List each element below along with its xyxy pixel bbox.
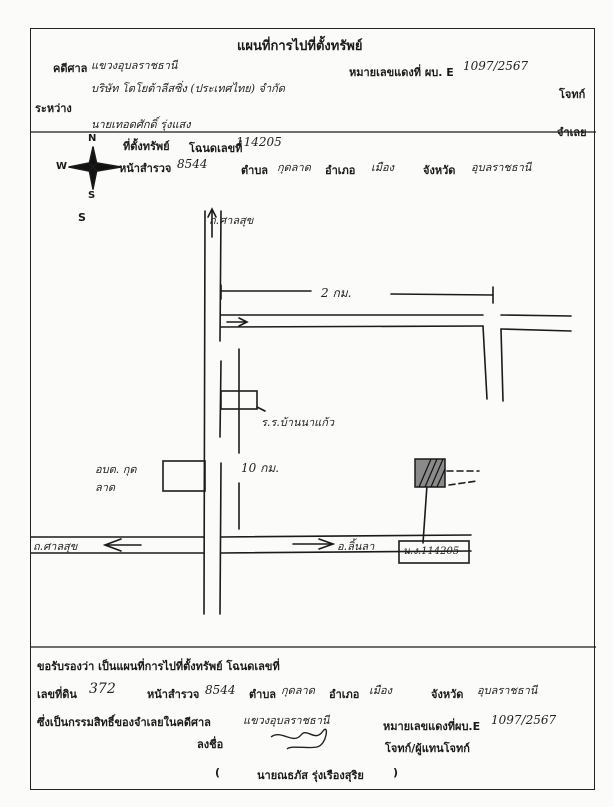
footer-district-label: อำเภอ (329, 688, 360, 701)
black-case-label: หมายเลขแดงที่ ผบ. E (349, 66, 454, 79)
defendant-value: นายเทอดศักดิ์ รุ่งแสง (91, 118, 191, 131)
district-value: เมือง (371, 161, 394, 174)
subdistrict-label: ตำบล (241, 164, 269, 177)
plaintiff-value: บริษัท โตโยต้าลีสซิ่ง (ประเทศไทย) จำกัด (91, 82, 285, 95)
land-no-value: 372 (89, 681, 116, 697)
signer-close-paren: ) (393, 766, 399, 779)
survey-value: 8544 (177, 157, 208, 171)
parcel-marker (414, 458, 446, 488)
road-left-label: ถ.ศาลสุข (33, 540, 78, 553)
signer-open-paren: ( (215, 766, 221, 779)
black-case-value: 1097/2567 (463, 59, 529, 73)
court-label: คดีศาล (53, 62, 88, 75)
compass-icon (68, 146, 122, 190)
footer-court-value: แขวงอุบลราชธานี (243, 714, 330, 727)
footer-survey-label: หน้าสำรวจ (147, 688, 200, 701)
distance-10km-label: 10 กม. (241, 461, 280, 475)
ownership-text: ซึ่งเป็นกรรมสิทธิ์ของจำเลยในคดีศาล (37, 716, 211, 729)
road-right-label: อ.ลิ้นลา (337, 540, 375, 553)
location-label: ที่ตั้งทรัพย์ (123, 140, 170, 153)
office-box (162, 460, 206, 492)
temple-label: ร.ร.บ้านนาแก้ว (261, 416, 335, 429)
court-value: แขวงอุบลราชธานี (91, 59, 178, 72)
map-document: แผนที่การไปที่ตั้งทรัพย์ คดีศาล แขวงอุบล… (30, 28, 596, 790)
distance-2km-label: 2 กม. (321, 286, 352, 300)
signature-graphic (270, 728, 328, 750)
title-deed-value: 114205 (236, 135, 282, 149)
document-title: แผนที่การไปที่ตั้งทรัพย์ (237, 39, 363, 54)
parcel-label: น.ง.114205 (403, 546, 460, 557)
footer-district-value: เมือง (369, 684, 392, 697)
between-label: ระหว่าง (35, 102, 72, 115)
title-deed-label: โฉนดเลขที่ (189, 142, 243, 155)
sign-role: โจทก์/ผู้แทนโจทก์ (385, 742, 470, 755)
province-value: อุบลราชธานี (471, 161, 532, 174)
footer-black-case-value: 1097/2567 (491, 713, 557, 727)
footer-survey-value: 8544 (205, 683, 236, 697)
land-no-label: เลขที่ดิน (37, 688, 77, 701)
main-road-right-edge-top (219, 210, 222, 342)
office-label: อบต. กุดลาด (95, 463, 137, 494)
map-sketch (31, 131, 596, 648)
signer-name: นายณธภัส รุ่งเรืองสุริย (257, 769, 364, 782)
footer-province-label: จังหวัด (431, 688, 464, 701)
province-label: จังหวัด (423, 164, 456, 177)
compass-s: S (88, 190, 96, 201)
road-top-label: ถ.ศาลสุข (209, 214, 254, 227)
sign-label: ลงชื่อ (197, 738, 224, 751)
footer-black-case-label: หมายเลขแดงที่ผบ.E (383, 720, 481, 733)
footer-subdistrict-value: กุดลาด (281, 684, 315, 697)
plaintiff-role: โจทก์ (559, 88, 586, 101)
footer-subdistrict-label: ตำบล (249, 688, 277, 701)
certify-text: ขอรับรองว่า เป็นแผนที่การไปที่ตั้งทรัพย์… (37, 660, 280, 673)
main-road-right-edge-low (219, 462, 222, 615)
footer-province-value: อุบลราชธานี (477, 684, 538, 697)
main-road-left-edge (203, 210, 206, 615)
subdistrict-value: กุดลาด (277, 161, 311, 174)
survey-label: หน้าสำรวจ (119, 162, 172, 175)
compass-w: W (56, 161, 68, 172)
compass-s-lower: S (78, 211, 86, 224)
compass-n: N (88, 133, 97, 144)
district-label: อำเภอ (325, 164, 356, 177)
